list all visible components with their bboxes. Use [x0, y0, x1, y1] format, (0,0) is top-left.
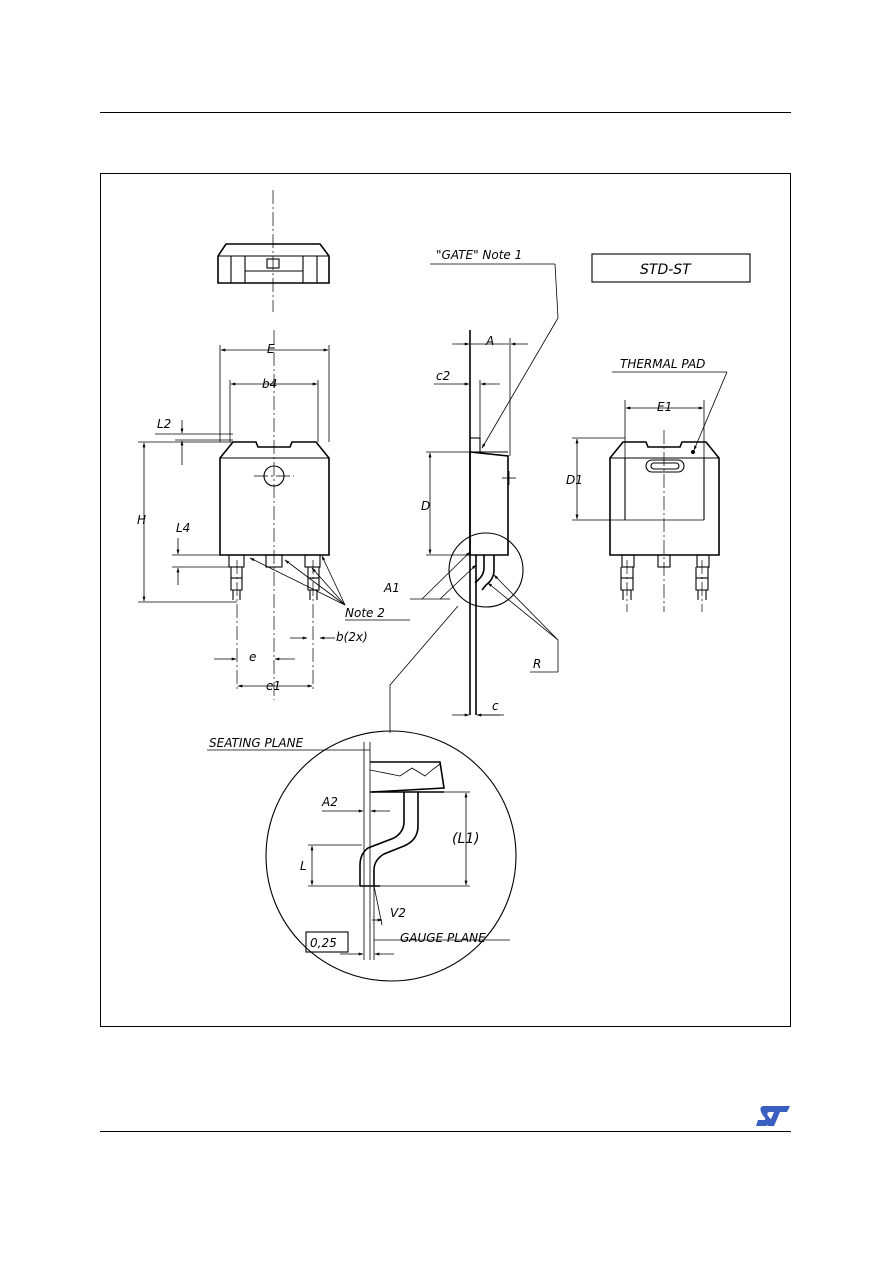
dim-A-label: A [485, 334, 494, 348]
dim-E1-label: E1 [657, 400, 672, 414]
gauge-plane-label: GAUGE PLANE [400, 931, 486, 945]
dim-b4-label: b4 [262, 377, 277, 391]
dim-c-label: c [492, 699, 499, 713]
dim-e1-label: e1 [266, 679, 281, 693]
dim-D-label: D [421, 499, 430, 513]
dim-c2-label: c2 [436, 369, 450, 383]
rear-view [572, 371, 728, 612]
drawing-frame [100, 173, 791, 1027]
dim-H-label: H [137, 513, 146, 527]
dim-A1-label: A1 [383, 581, 400, 595]
note-2-label: Note 2 [345, 606, 385, 620]
dim-L-label: L [300, 859, 307, 873]
dim-D1-label: D1 [566, 473, 583, 487]
package-name-label: STD-ST [640, 262, 692, 278]
dim-b-label: b(2x) [336, 630, 368, 644]
dim-L2-label: L2 [157, 417, 171, 431]
dim-e-label: e [249, 650, 256, 664]
footer-rule [100, 1131, 791, 1132]
dim-V2-label: V2 [390, 906, 406, 920]
top-view [217, 190, 330, 312]
package-name-box [591, 253, 751, 283]
gate-note-label: "GATE" Note 1 [436, 248, 522, 262]
gauge-value-label: 0,25 [310, 936, 337, 950]
front-view [138, 330, 410, 700]
dim-A2-label: A2 [321, 795, 338, 809]
seating-plane-label: SEATING PLANE [209, 736, 304, 750]
st-logo-icon [756, 1106, 790, 1126]
dim-E-label: E [267, 342, 275, 356]
dim-L1-label: (L1) [452, 831, 480, 847]
header-rule [100, 112, 791, 113]
thermal-pad-label: THERMAL PAD [620, 357, 705, 371]
side-view [389, 263, 559, 733]
detail-view [207, 730, 517, 982]
dim-R-label: R [533, 657, 541, 671]
dim-L4-label: L4 [176, 521, 190, 535]
